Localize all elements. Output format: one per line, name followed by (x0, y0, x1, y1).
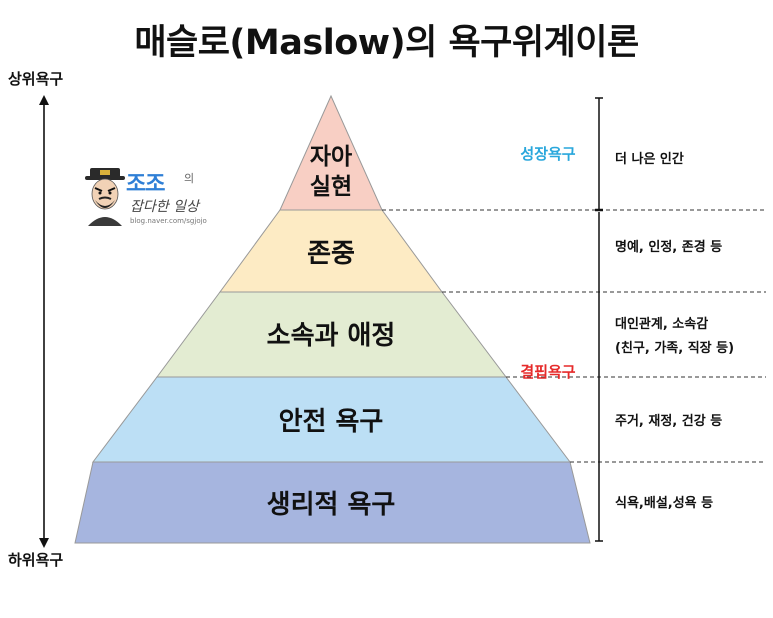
separator-lines (382, 209, 766, 463)
tier-label-physiological: 생리적 욕구 (267, 490, 396, 520)
logo-url: blog.naver.com/sgjojo (130, 217, 207, 225)
pyramid (74, 94, 591, 544)
tier-label-self-actualization-line2: 실현 (310, 174, 352, 200)
upper-needs-label: 상위욕구 (8, 70, 64, 88)
description-safety: 주거, 재정, 건강 등 (615, 413, 722, 429)
blog-logo-watermark: 조조 의 잡다한 일상 blog.naver.com/sgjojo (84, 164, 214, 230)
tier-label-love-belonging: 소속과 애정 (267, 321, 396, 351)
descriptions: 더 나은 인간 명예, 인정, 존경 등 대인관계, 소속감 (친구, 가족, … (615, 151, 734, 511)
description-esteem: 명예, 인정, 존경 등 (615, 239, 722, 255)
tier-label-self-actualization-line1: 자아 (310, 144, 352, 170)
page-title: 매슬로(Maslow)의 욕구위계이론 (134, 23, 639, 63)
growth-bracket (595, 97, 603, 212)
description-love-belonging-line2: (친구, 가족, 직장 등) (615, 340, 734, 356)
description-self-actualization: 더 나은 인간 (615, 151, 684, 167)
tier-label-safety: 안전 욕구 (279, 407, 384, 437)
logo-subtitle: 잡다한 일상 (130, 199, 199, 215)
lower-needs-label: 하위욕구 (8, 551, 64, 569)
logo-title: 조조 (126, 172, 165, 197)
growth-needs-label: 성장욕구 (520, 145, 575, 163)
deficiency-bracket (595, 212, 603, 542)
description-physiological: 식욕,배설,성욕 등 (615, 495, 713, 511)
logo-suffix: 의 (184, 172, 195, 185)
tier-physiological (74, 461, 591, 544)
tier-labels: 자아 실현 존중 소속과 애정 안전 욕구 생리적 욕구 (267, 144, 396, 520)
description-love-belonging-line1: 대인관계, 소속감 (615, 316, 708, 332)
character-avatar-icon (85, 168, 125, 226)
deficiency-needs-label: 결핍욕구 (520, 363, 575, 381)
tier-label-esteem: 존중 (307, 239, 355, 269)
